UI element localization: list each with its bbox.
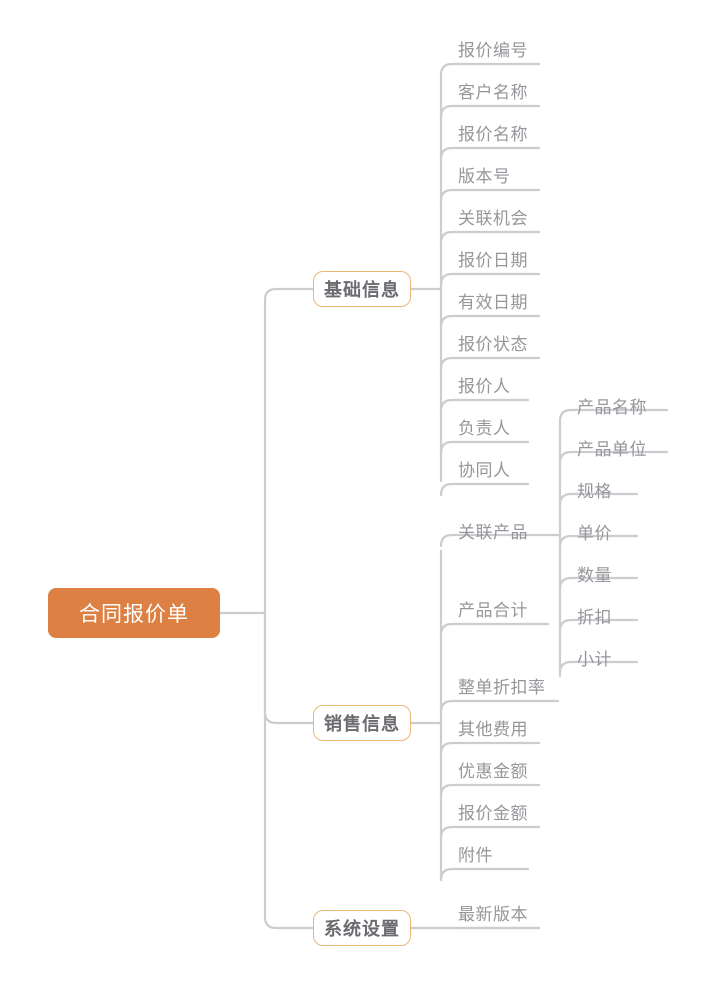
- leaf-node-quote-amount[interactable]: 报价金额: [458, 798, 528, 824]
- branch-node-sales-info[interactable]: 销售信息: [313, 705, 411, 741]
- wire-spine-branch-basic: [263, 287, 315, 615]
- leaf-node-label: 客户名称: [458, 82, 528, 102]
- leaf-node-label: 折扣: [577, 607, 612, 627]
- root-node[interactable]: 合同报价单: [48, 588, 220, 638]
- leaf-node-discount[interactable]: 折扣: [577, 602, 612, 628]
- leaf-node-label: 其他费用: [458, 719, 528, 739]
- wire-leaf-baojia-mingcheng: [439, 146, 541, 161]
- branch-node-system-settings[interactable]: 系统设置: [313, 910, 411, 946]
- leaf-node-owner[interactable]: 负责人: [458, 413, 511, 439]
- leaf-node-label: 报价状态: [458, 334, 528, 354]
- leaf-node-customer-name[interactable]: 客户名称: [458, 77, 528, 103]
- leaf-node-order-discount-rate[interactable]: 整单折扣率: [458, 672, 546, 698]
- wire-leaf-fujian: [439, 867, 530, 882]
- root-node-label: 合同报价单: [79, 603, 189, 626]
- leaf-node-quote-name[interactable]: 报价名称: [458, 119, 528, 145]
- wire-leaf-youxiao-riqi: [439, 314, 541, 329]
- leaf-node-label: 协同人: [458, 460, 511, 480]
- leaf-node-related-opportunity[interactable]: 关联机会: [458, 203, 528, 229]
- leaf-node-label: 附件: [458, 845, 493, 865]
- leaf-node-valid-date[interactable]: 有效日期: [458, 287, 528, 313]
- leaf-node-quote-number[interactable]: 报价编号: [458, 35, 528, 61]
- leaf-node-collaborator[interactable]: 协同人: [458, 455, 511, 481]
- leaf-node-label: 小计: [577, 649, 612, 669]
- leaf-node-subtotal[interactable]: 小计: [577, 644, 612, 670]
- wire-leaf-baojia-jine: [439, 825, 541, 840]
- leaf-node-related-product[interactable]: 关联产品: [458, 517, 528, 543]
- wire-leaf-guanlian-jihui: [439, 230, 541, 245]
- branch-node-label: 销售信息: [324, 714, 400, 734]
- leaf-node-label: 单价: [577, 523, 612, 543]
- leaf-node-label: 产品合计: [458, 600, 528, 620]
- leaf-node-label: 产品名称: [577, 397, 647, 417]
- branch-node-basic-info[interactable]: 基础信息: [313, 271, 411, 307]
- wire-leaf-baojia-bianhao: [439, 62, 541, 77]
- leaf-node-label: 产品单位: [577, 439, 647, 459]
- wire-leaf-baojia-zhuangtai: [439, 356, 541, 371]
- wire-leaf-kehu-mingcheng: [439, 104, 541, 119]
- branch-node-label: 基础信息: [324, 280, 400, 300]
- wire-leaf-banben-hao: [439, 188, 541, 203]
- leaf-node-label: 报价人: [458, 376, 511, 396]
- leaf-node-label: 整单折扣率: [458, 677, 546, 697]
- leaf-node-product-name[interactable]: 产品名称: [577, 392, 647, 418]
- leaf-node-specification[interactable]: 规格: [577, 476, 612, 502]
- wire-leaf-qita-feiyong: [439, 741, 541, 756]
- leaf-node-quote-date[interactable]: 报价日期: [458, 245, 528, 271]
- leaf-node-label: 报价日期: [458, 250, 528, 270]
- leaf-node-latest-version[interactable]: 最新版本: [458, 899, 528, 925]
- wire-leaf-baojia-ren: [439, 398, 530, 413]
- leaf-node-discount-amount[interactable]: 优惠金额: [458, 756, 528, 782]
- leaf-node-label: 关联机会: [458, 208, 528, 228]
- leaf-node-label: 负责人: [458, 418, 511, 438]
- wire-leaf-chanpin-heji: [439, 622, 550, 637]
- leaf-node-quantity[interactable]: 数量: [577, 560, 612, 586]
- leaf-node-label: 数量: [577, 565, 612, 585]
- wire-leaf-youhui-jine: [439, 783, 541, 798]
- wire-spine-branch-sales: [263, 611, 315, 725]
- leaf-node-quoter[interactable]: 报价人: [458, 371, 511, 397]
- leaf-node-label: 最新版本: [458, 904, 528, 924]
- leaf-node-version-number[interactable]: 版本号: [458, 161, 511, 187]
- leaf-node-label: 优惠金额: [458, 761, 528, 781]
- leaf-node-unit-price[interactable]: 单价: [577, 518, 612, 544]
- leaf-node-label: 关联产品: [458, 522, 528, 542]
- branch-node-label: 系统设置: [324, 919, 400, 939]
- wire-leaf-fuze-ren: [439, 440, 530, 455]
- wire-leaf-zhengdan-zhekoulv: [439, 699, 560, 714]
- leaf-node-label: 报价名称: [458, 124, 528, 144]
- wire-spine-branch-system: [263, 611, 315, 930]
- wire-leaf-xietong-ren: [439, 482, 530, 497]
- leaf-node-quote-status[interactable]: 报价状态: [458, 329, 528, 355]
- leaf-node-label: 报价金额: [458, 803, 528, 823]
- leaf-node-product-total[interactable]: 产品合计: [458, 595, 528, 621]
- leaf-node-label: 有效日期: [458, 292, 528, 312]
- leaf-node-other-fees[interactable]: 其他费用: [458, 714, 528, 740]
- leaf-node-attachment[interactable]: 附件: [458, 840, 493, 866]
- leaf-node-label: 报价编号: [458, 40, 528, 60]
- leaf-node-label: 规格: [577, 481, 612, 501]
- leaf-node-product-unit[interactable]: 产品单位: [577, 434, 647, 460]
- wire-leaf-baojia-riqi: [439, 272, 541, 287]
- leaf-node-label: 版本号: [458, 166, 511, 186]
